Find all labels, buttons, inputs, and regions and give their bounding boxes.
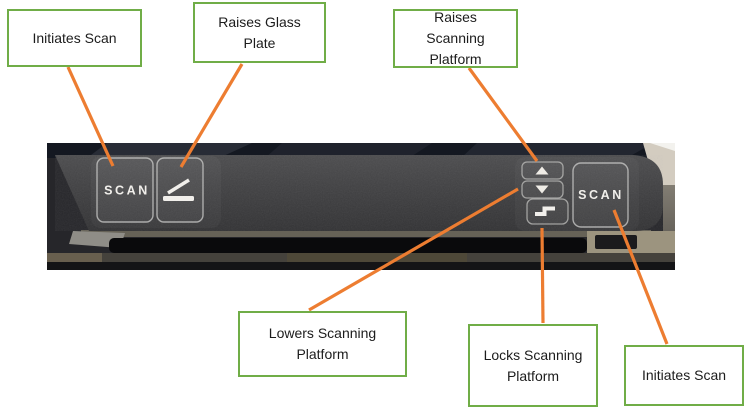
output-slot [109, 238, 587, 253]
callout-locks-scanning-platform: Locks Scanning Platform [468, 324, 598, 407]
panel-lower-edge [81, 230, 651, 237]
lid-reflection [265, 143, 432, 158]
callout-lowers-scanning-platform: Lowers Scanning Platform [238, 311, 407, 377]
lower-band-brown [47, 253, 102, 262]
callout-label: Initiates Scan [32, 29, 117, 46]
callout-initiates-scan-right: Initiates Scan [624, 345, 744, 406]
lower-band-brown [287, 253, 467, 262]
right-scan-button-label: SCAN [578, 188, 624, 202]
left-scan-button [96, 157, 154, 223]
scanner-photo: SCAN SCAN [47, 143, 675, 270]
lock-platform-button [526, 198, 569, 225]
callout-label: Locks Scanning Platform [483, 346, 583, 384]
glass-plate-icon [163, 178, 194, 201]
down-arrow-icon [535, 185, 549, 194]
callout-label: Lowers Scanning Platform [268, 325, 377, 362]
callout-label: Initiates Scan [641, 367, 727, 383]
photo-bottom-shadow [47, 262, 675, 270]
callout-label: Raises Glass Plate [218, 13, 301, 51]
desk-highlight [650, 143, 675, 151]
left-scan-button-label: SCAN [104, 184, 150, 198]
body-right-dark-patch [595, 235, 637, 249]
up-arrow-icon [535, 166, 549, 175]
callout-initiates-scan-left: Initiates Scan [7, 9, 142, 67]
callout-label: Raises Scanning Platform [426, 9, 485, 67]
callout-raises-glass-plate: Raises Glass Plate [193, 2, 326, 63]
step-lock-icon [535, 206, 555, 216]
glass-plate-button [156, 157, 204, 223]
callout-raises-scanning-platform: Raises Scanning Platform [393, 9, 518, 68]
